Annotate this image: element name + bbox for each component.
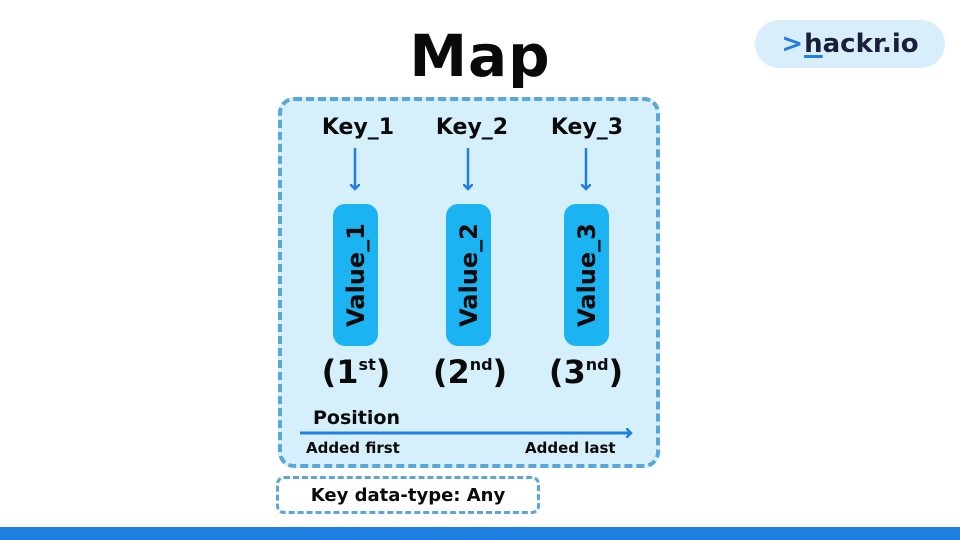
added-last-label: Added last	[525, 439, 616, 457]
added-first-label: Added first	[306, 439, 400, 457]
logo-text: ackr.io	[822, 29, 919, 59]
value-label-2: Value_2	[454, 223, 483, 327]
key-label-3: Key_3	[550, 115, 624, 140]
position-axis-label: Position	[313, 407, 400, 429]
logo-chevron: >	[781, 29, 804, 59]
position-2-number: 2	[447, 353, 470, 391]
value-label-3: Value_3	[572, 223, 601, 327]
position-3-suffix: nd	[585, 355, 609, 374]
page-title: Map	[409, 22, 551, 90]
value-label-1: Value_1	[341, 223, 370, 327]
key-type-note: Key data-type: Any	[276, 476, 540, 514]
value-pill-2: Value_2	[446, 204, 491, 346]
position-1-number: 1	[336, 353, 359, 391]
value-pill-3: Value_3	[564, 204, 609, 346]
position-1-suffix: st	[358, 355, 376, 374]
logo-first-letter: h	[804, 29, 823, 59]
position-1: (1st)	[321, 353, 391, 391]
key-label-2: Key_2	[435, 115, 509, 140]
position-3-number: 3	[563, 353, 586, 391]
bottom-accent-bar	[0, 527, 960, 540]
position-3: (3nd)	[548, 353, 624, 391]
position-2: (2nd)	[432, 353, 508, 391]
position-2-suffix: nd	[469, 355, 493, 374]
value-pill-1: Value_1	[333, 204, 378, 346]
key-label-1: Key_1	[321, 115, 395, 140]
key-type-label: Key data-type: Any	[310, 484, 506, 506]
